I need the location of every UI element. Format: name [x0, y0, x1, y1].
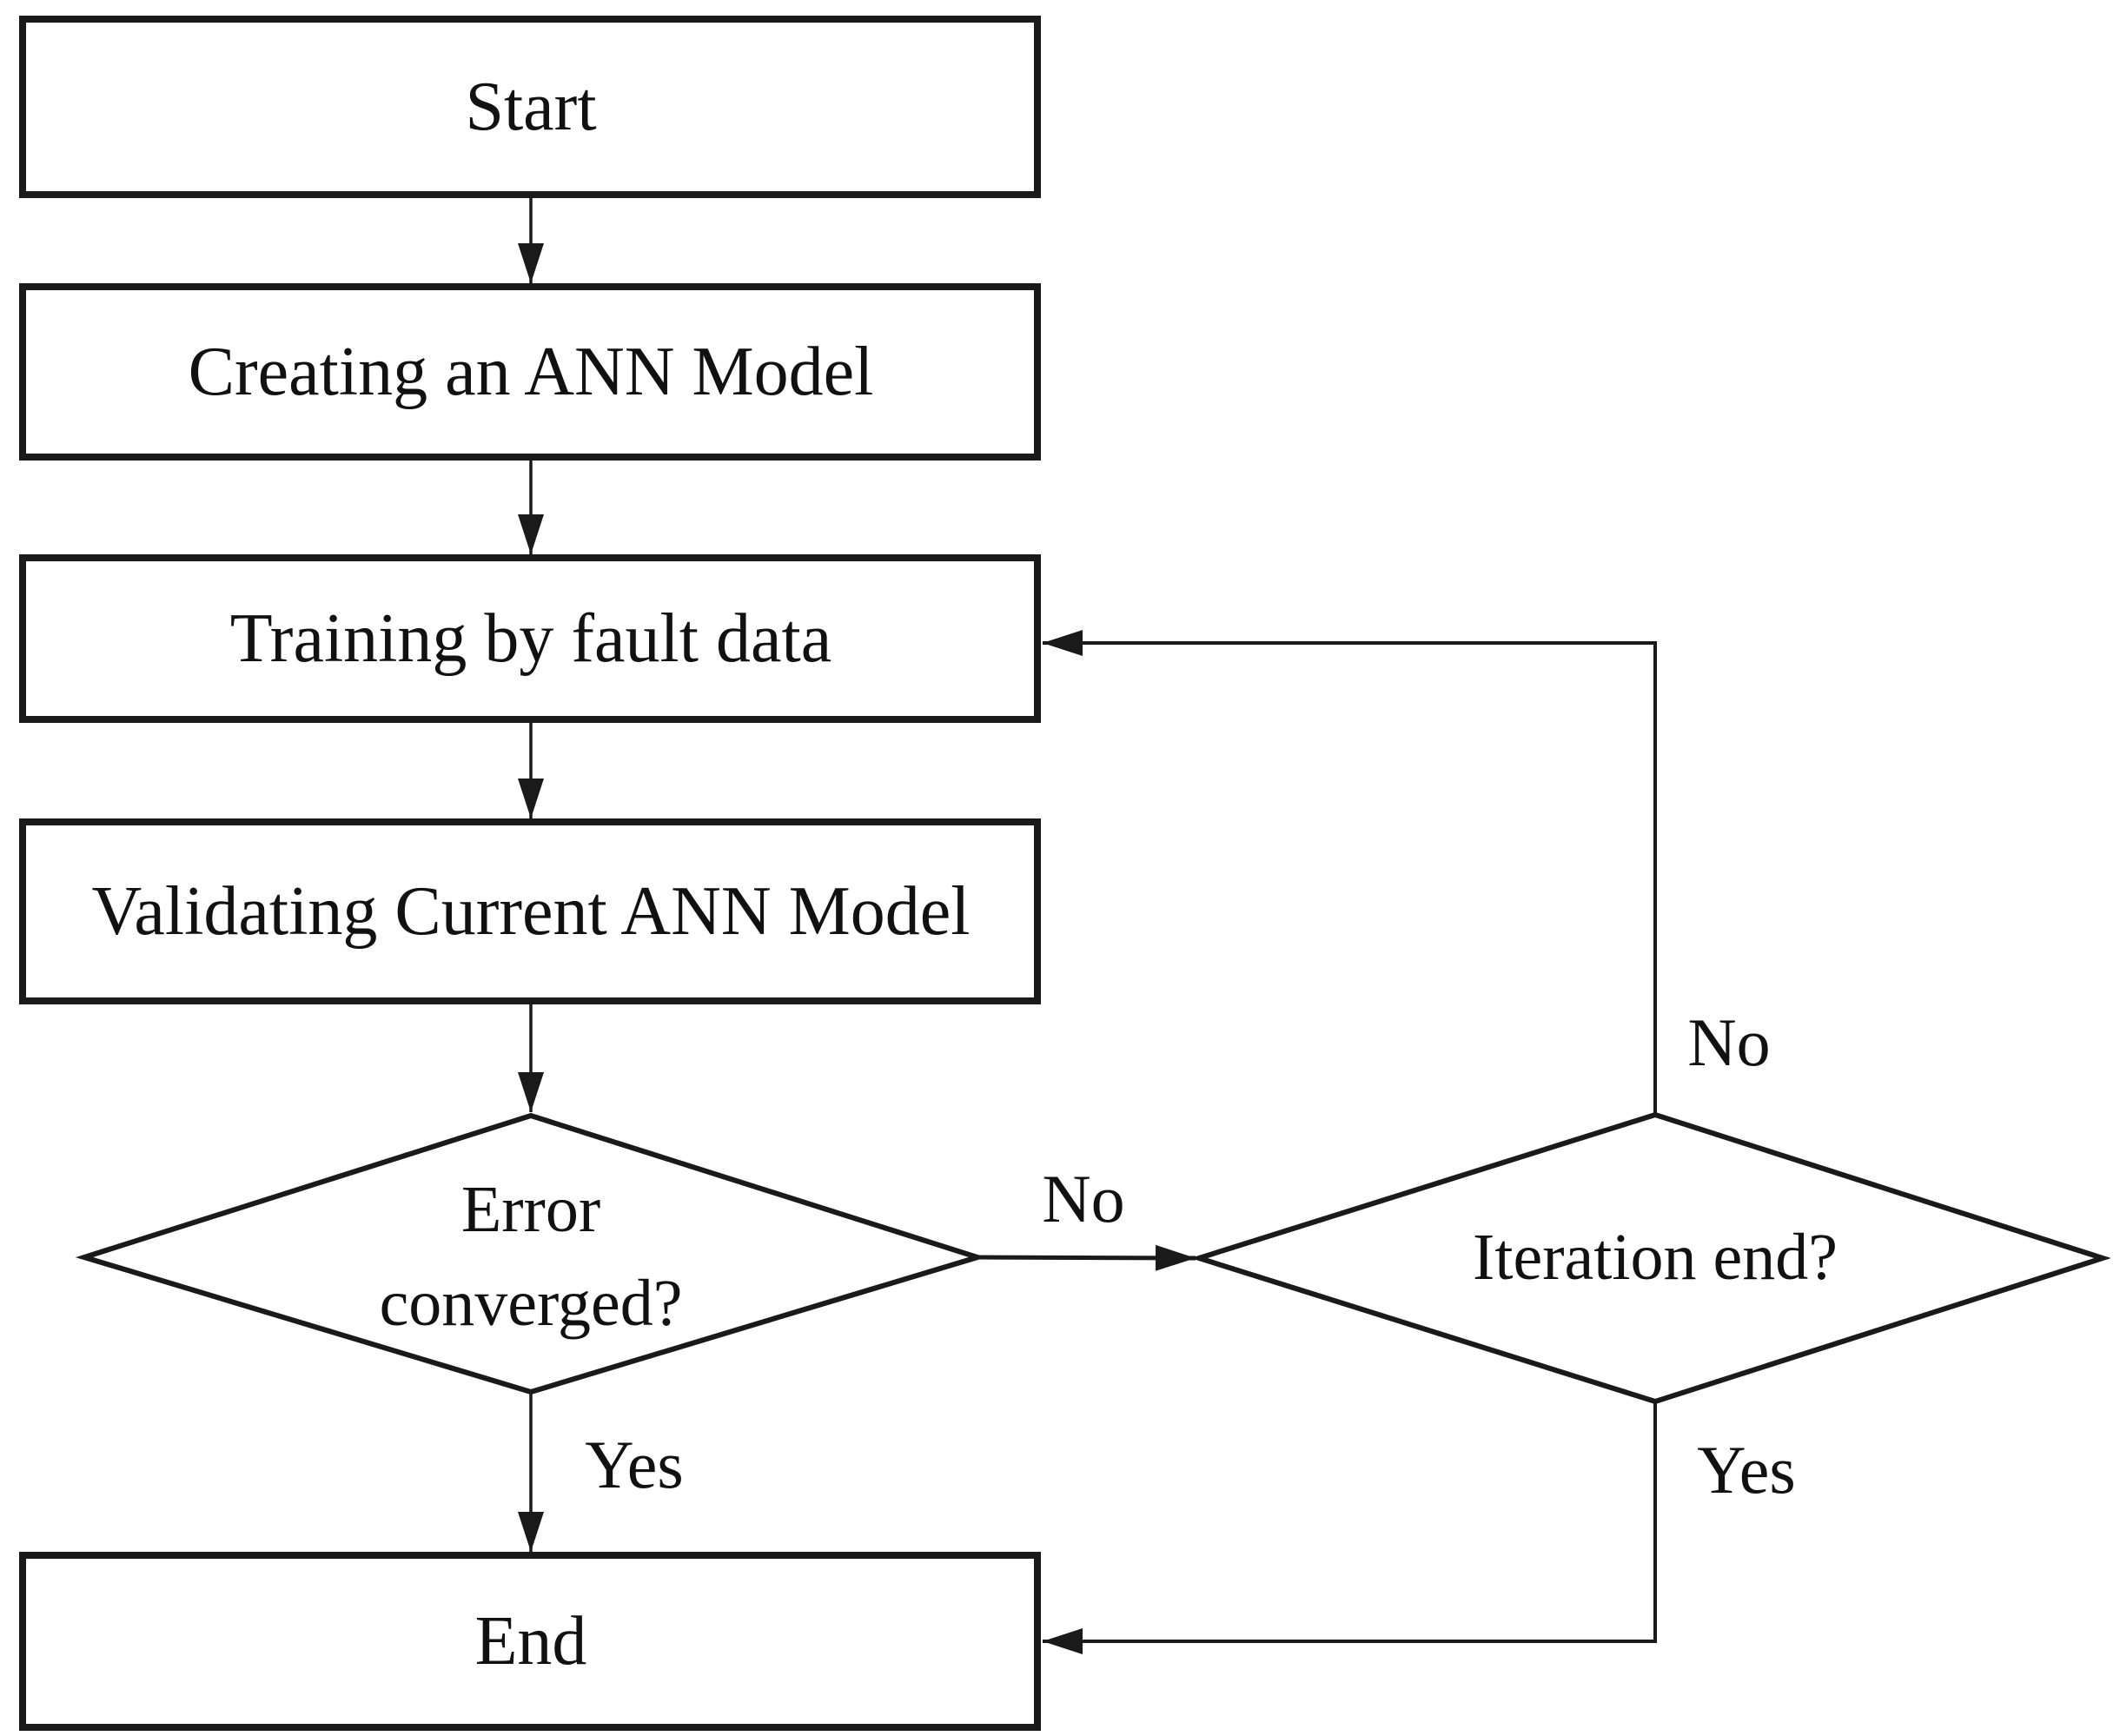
edge-iteration-no-to-train — [1043, 630, 1657, 1115]
end-node-shape — [19, 1552, 1041, 1731]
validate-node-label: Validating Current ANN Model — [91, 873, 971, 950]
train-node-label: Training by fault data — [229, 600, 832, 677]
start-node-label: Start — [465, 69, 597, 145]
edge-iteration-yes-to-end — [1043, 1401, 1657, 1654]
create-model-node-shape — [19, 283, 1041, 461]
error-no-edge-label: No — [1042, 1161, 1125, 1237]
iteration-yes-edge-label: Yes — [1697, 1432, 1796, 1508]
error-converged-label-line1: Error — [460, 1173, 601, 1247]
error-converged-label-line2: converged? — [379, 1267, 683, 1340]
iteration-end-diamond-label: Iteration end? — [1473, 1221, 1838, 1295]
iteration-no-edge-label: No — [1687, 1004, 1771, 1081]
end-node-label: End — [474, 1603, 587, 1680]
error-converged-diamond-label: Error converged? — [380, 1163, 683, 1351]
error-yes-edge-label: Yes — [585, 1427, 684, 1503]
create-model-node-label: Creating an ANN Model — [188, 334, 874, 410]
validate-node-shape — [19, 818, 1041, 1004]
start-node-shape — [19, 16, 1041, 198]
edge-error-no-to-iteration — [977, 1244, 1196, 1271]
train-node-shape — [19, 554, 1041, 723]
